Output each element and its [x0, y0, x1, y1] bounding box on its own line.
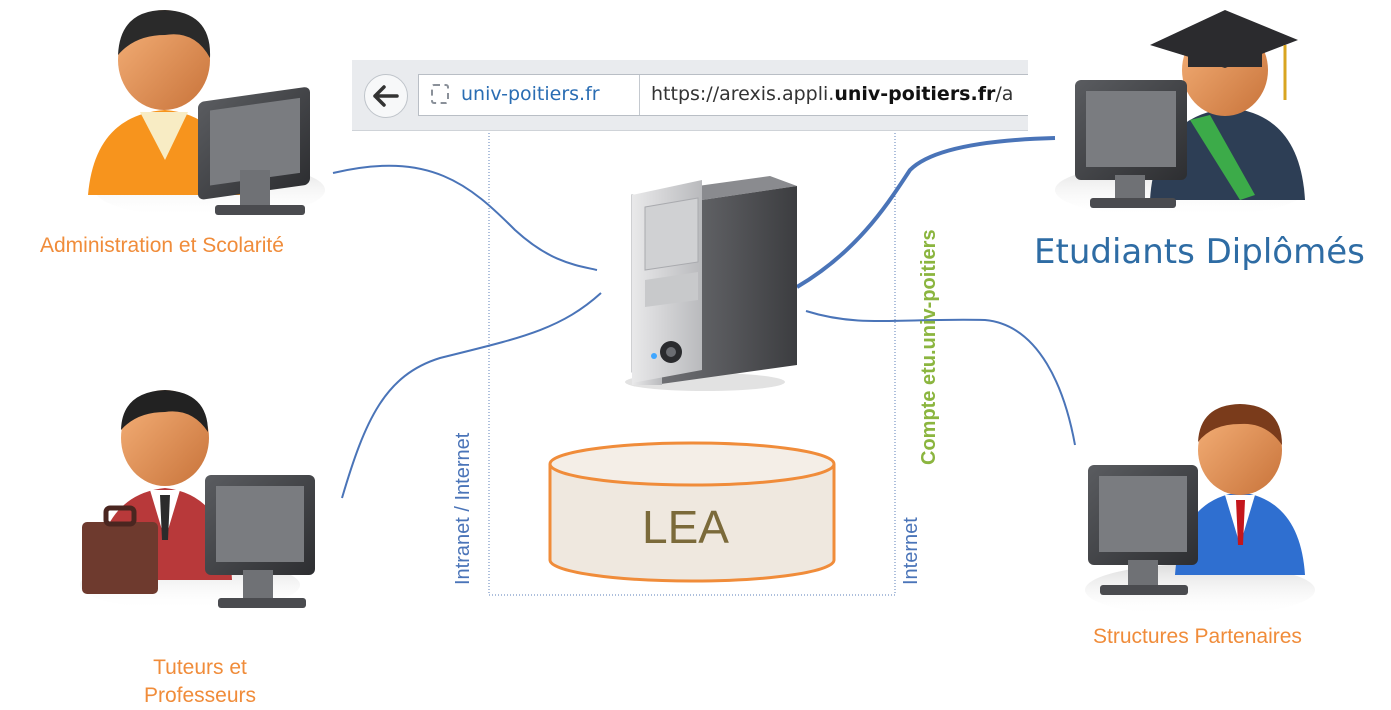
connectors	[332, 136, 1076, 499]
tuteurs-label-line2: Professeurs	[143, 684, 257, 707]
connector-administration	[332, 164, 598, 271]
etudiants-label: Etudiants Diplômés	[1034, 232, 1365, 272]
url-divider	[639, 75, 640, 115]
connector-structures	[805, 310, 1076, 446]
url-domain: univ-poitiers.fr	[834, 83, 996, 105]
connector-tuteurs	[341, 292, 602, 499]
tuteurs-label: Tuteurs et Professeurs	[110, 654, 290, 710]
browser-address-bar: univ-poitiers.fr https://arexis.appli.un…	[352, 60, 1028, 131]
url-prefix: https://arexis.appli.	[651, 83, 835, 105]
structures-label: Structures Partenaires	[1093, 625, 1302, 648]
administration-user-icon	[88, 10, 325, 218]
site-identity: univ-poitiers.fr	[461, 83, 600, 105]
internet-label: Internet	[900, 517, 922, 585]
tuteurs-user-icon	[80, 390, 315, 610]
url-field[interactable]: univ-poitiers.fr https://arexis.appli.un…	[418, 74, 1028, 116]
tuteurs-label-line1: Tuteurs et	[153, 656, 247, 679]
server-icon	[625, 176, 797, 391]
url-text: https://arexis.appli.univ-poitiers.fr/a	[651, 83, 1091, 105]
structures-user-icon	[1085, 404, 1315, 616]
intranet-internet-label: Intranet / Internet	[452, 432, 474, 585]
database-label: LEA	[642, 501, 729, 553]
page-icon	[431, 84, 449, 104]
server-zone-border	[488, 127, 896, 596]
url-suffix: /a	[995, 83, 1014, 105]
connector-etudiants	[795, 136, 1056, 289]
back-button[interactable]	[364, 74, 408, 118]
etudiants-user-icon	[1055, 10, 1305, 218]
administration-label: Administration et Scolarité	[40, 234, 284, 257]
back-arrow-icon	[373, 85, 399, 107]
lea-database-icon	[548, 441, 836, 583]
compte-label: Compte etu.univ-poitiers	[918, 229, 940, 465]
